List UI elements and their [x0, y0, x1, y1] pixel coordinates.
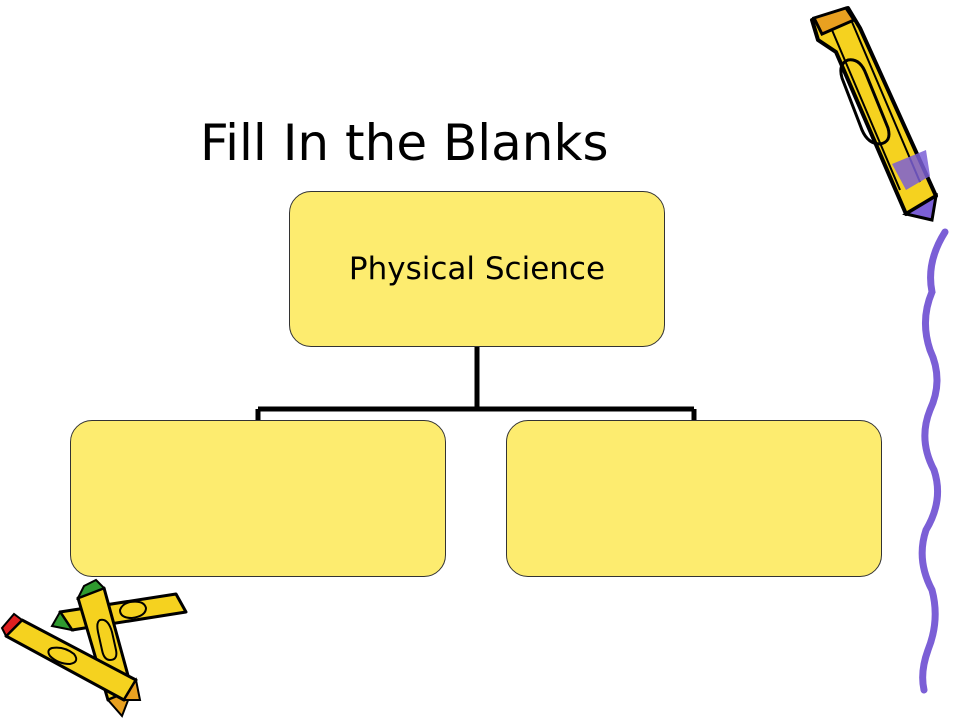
- slide-title: Fill In the Blanks: [200, 114, 609, 172]
- child-node-right: [506, 420, 882, 577]
- root-node-label: Physical Science: [348, 251, 606, 287]
- root-node: Physical Science: [289, 191, 665, 347]
- child-node-left: [70, 420, 446, 577]
- pencils-icon: [0, 578, 188, 718]
- squiggle-line-icon: [918, 228, 949, 694]
- pencil-icon: [810, 6, 939, 222]
